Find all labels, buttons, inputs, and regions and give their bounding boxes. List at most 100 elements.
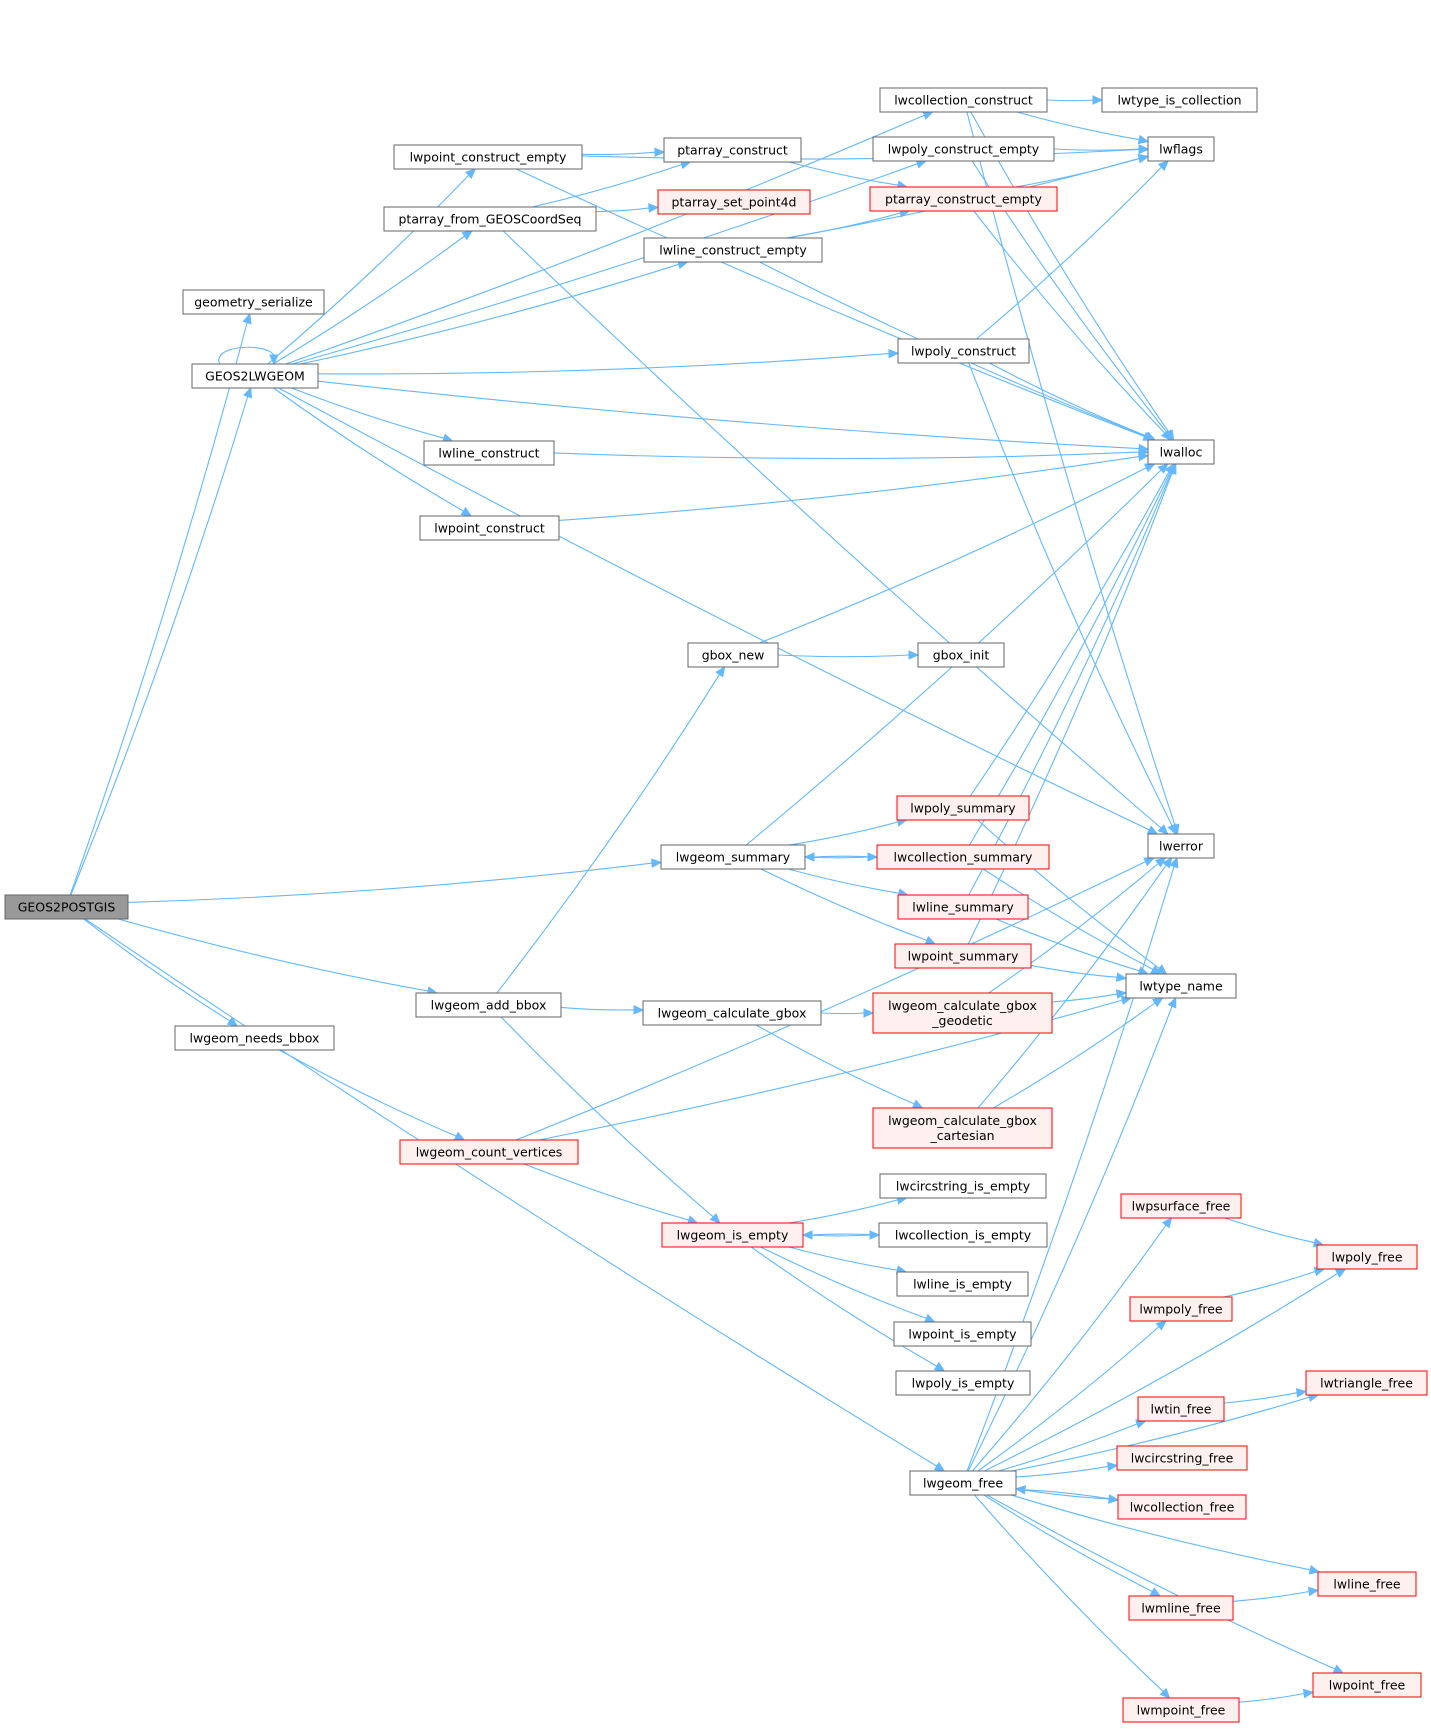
node-box — [419, 515, 560, 541]
node-box — [182, 289, 325, 315]
edge-lwgeom-summary-to-lwpoly-summary — [789, 817, 908, 846]
edge-lwgeom-needs-bbox-to-lwgeom-count-vertices — [278, 1049, 466, 1141]
node-lwmpoly-free[interactable]: lwmpoly_free — [1129, 1296, 1233, 1322]
node-lwalloc[interactable]: lwalloc — [1147, 439, 1215, 465]
node-box — [1147, 833, 1215, 859]
node-lwpoint-free[interactable]: lwpoint_free — [1312, 1672, 1422, 1698]
node-lwgeom-is-empty[interactable]: lwgeom_is_empty — [661, 1222, 804, 1248]
node-lwtin-free[interactable]: lwtin_free — [1137, 1396, 1225, 1422]
node-lwmline-free[interactable]: lwmline_free — [1128, 1595, 1234, 1621]
node-lwpoly-is-empty[interactable]: lwpoly_is_empty — [895, 1370, 1031, 1396]
node-box — [1316, 1244, 1418, 1270]
edge-ptarray-construct-empty-to-lwalloc — [973, 210, 1172, 441]
node-label: lwpoint_construct — [434, 521, 545, 536]
node-label: lwcircstring_is_empty — [896, 1179, 1031, 1194]
node-lwtype-is-collection[interactable]: lwtype_is_collection — [1101, 87, 1258, 113]
node-box — [1120, 1193, 1242, 1219]
node-box — [1129, 1296, 1233, 1322]
node-box — [383, 206, 597, 232]
edge-lwgeom-free-to-lwcircstring-free — [1015, 1461, 1119, 1478]
node-gbox-new[interactable]: gbox_new — [687, 642, 779, 668]
edge-lwgeom-is-empty-to-lwline-is-empty — [788, 1246, 908, 1275]
node-lwpoly-summary[interactable]: lwpoly_summary — [896, 795, 1030, 821]
node-lwline-construct[interactable]: lwline_construct — [423, 440, 555, 466]
node-lwcollection-is-empty[interactable]: lwcollection_is_empty — [878, 1222, 1048, 1248]
node-box — [1305, 1370, 1428, 1396]
node-lwgeom-free[interactable]: lwgeom_free — [909, 1470, 1017, 1496]
node-box — [4, 894, 129, 920]
node-lwline-summary[interactable]: lwline_summary — [897, 894, 1029, 920]
edge-lwgeom-summary-to-lwline-summary — [788, 868, 909, 898]
node-lwline-construct-empty[interactable]: lwline_construct_empty — [643, 237, 823, 263]
node-lwgeom-calculate-gbox-cartesian[interactable]: lwgeom_calculate_gbox_cartesian — [872, 1107, 1053, 1149]
node-box — [657, 189, 811, 215]
node-label: lwalloc — [1160, 445, 1203, 460]
node-box — [1137, 1396, 1225, 1422]
node-lwflags[interactable]: lwflags — [1147, 136, 1215, 162]
edge-lwgeom-free-to-lwtype-name — [967, 996, 1177, 1472]
node-label: ptarray_construct_empty — [885, 192, 1043, 207]
node-box — [1147, 136, 1215, 162]
node-lwtype-name[interactable]: lwtype_name — [1125, 973, 1237, 999]
node-label: lwgeom_calculate_gbox — [658, 1006, 807, 1021]
node-geos2postgis[interactable]: GEOS2POSTGIS — [4, 894, 129, 920]
edge-lwpoint-summary-to-lwalloc — [967, 462, 1177, 945]
node-box — [1147, 439, 1215, 465]
node-label: lwpoly_is_empty — [912, 1376, 1015, 1391]
node-box — [894, 943, 1032, 969]
edge-lwline-summary-to-lwalloc — [968, 462, 1176, 896]
edge-ptarray-from-geoscoordseq-to-ptarray-set-point4d — [595, 203, 660, 213]
node-lwpoint-is-empty[interactable]: lwpoint_is_empty — [893, 1321, 1032, 1347]
edge-lwpoly-construct-to-lwerror — [968, 362, 1177, 836]
node-lwgeom-needs-bbox[interactable]: lwgeom_needs_bbox — [174, 1025, 335, 1051]
node-lwcircstring-free[interactable]: lwcircstring_free — [1116, 1445, 1248, 1471]
node-lwcollection-free[interactable]: lwcollection_free — [1117, 1494, 1247, 1520]
node-lwgeom-count-vertices[interactable]: lwgeom_count_vertices — [399, 1139, 579, 1165]
node-lwpoint-construct[interactable]: lwpoint_construct — [419, 515, 560, 541]
node-box — [1101, 87, 1258, 113]
node-label: GEOS2LWGEOM — [205, 369, 305, 384]
node-lwpoly-construct-empty[interactable]: lwpoly_construct_empty — [872, 136, 1055, 162]
node-ptarray-from-geoscoordseq[interactable]: ptarray_from_GEOSCoordSeq — [383, 206, 597, 232]
node-label: ptarray_construct — [677, 143, 788, 158]
edge-lwpoint-summary-to-lwtype-name — [1030, 964, 1128, 982]
node-label: lwgeom_is_empty — [677, 1228, 789, 1243]
node-label: _cartesian — [929, 1128, 994, 1143]
node-lwgeom-calculate-gbox-geodetic[interactable]: lwgeom_calculate_gbox_geodetic — [872, 992, 1053, 1034]
node-lwmpoint-free[interactable]: lwmpoint_free — [1122, 1697, 1240, 1723]
node-lwpoint-construct-empty[interactable]: lwpoint_construct_empty — [393, 144, 583, 170]
node-lwpoly-construct[interactable]: lwpoly_construct — [897, 338, 1030, 364]
node-label: lwtype_name — [1139, 979, 1223, 994]
node-ptarray-set-point4d[interactable]: ptarray_set_point4d — [657, 189, 811, 215]
node-box — [1122, 1697, 1240, 1723]
node-lwgeom-calculate-gbox[interactable]: lwgeom_calculate_gbox — [642, 1000, 822, 1026]
node-label: lwtype_is_collection — [1117, 93, 1241, 108]
node-lwgeom-summary[interactable]: lwgeom_summary — [660, 844, 806, 870]
node-lwerror[interactable]: lwerror — [1147, 833, 1215, 859]
node-gbox-init[interactable]: gbox_init — [917, 642, 1005, 668]
node-geos2lwgeom[interactable]: GEOS2LWGEOM — [191, 363, 319, 389]
node-lwgeom-add-bbox[interactable]: lwgeom_add_bbox — [415, 992, 562, 1018]
edge-lwgeom-free-to-lwmpoly-free — [977, 1320, 1167, 1472]
node-label: lwline_is_empty — [913, 1277, 1012, 1292]
node-box — [399, 1139, 579, 1165]
node-ptarray-construct-empty[interactable]: ptarray_construct_empty — [869, 186, 1058, 212]
node-label: lwcollection_is_empty — [895, 1228, 1032, 1243]
node-lwline-free[interactable]: lwline_free — [1317, 1571, 1417, 1597]
node-box — [1117, 1494, 1247, 1520]
node-geometry-serialize[interactable]: geometry_serialize — [182, 289, 325, 315]
node-lwcircstring-is-empty[interactable]: lwcircstring_is_empty — [879, 1173, 1047, 1199]
edge-lwgeom-calculate-gbox-geodetic-to-lwtype-name — [1051, 989, 1128, 1003]
node-lwtriangle-free[interactable]: lwtriangle_free — [1305, 1370, 1428, 1396]
node-ptarray-construct[interactable]: ptarray_construct — [663, 137, 802, 163]
edge-lwpoly-summary-to-lwalloc — [969, 462, 1175, 797]
node-lwline-is-empty[interactable]: lwline_is_empty — [896, 1271, 1029, 1297]
node-lwpoly-free[interactable]: lwpoly_free — [1316, 1244, 1418, 1270]
node-label: lwline_construct_empty — [659, 243, 807, 258]
node-lwcollection-summary[interactable]: lwcollection_summary — [876, 844, 1050, 870]
edge-geos2lwgeom-to-lwpoint-construct-empty — [267, 168, 477, 365]
node-lwpoint-summary[interactable]: lwpoint_summary — [894, 943, 1032, 969]
node-lwpsurface-free[interactable]: lwpsurface_free — [1120, 1193, 1242, 1219]
node-lwcollection-construct[interactable]: lwcollection_construct — [879, 87, 1048, 113]
